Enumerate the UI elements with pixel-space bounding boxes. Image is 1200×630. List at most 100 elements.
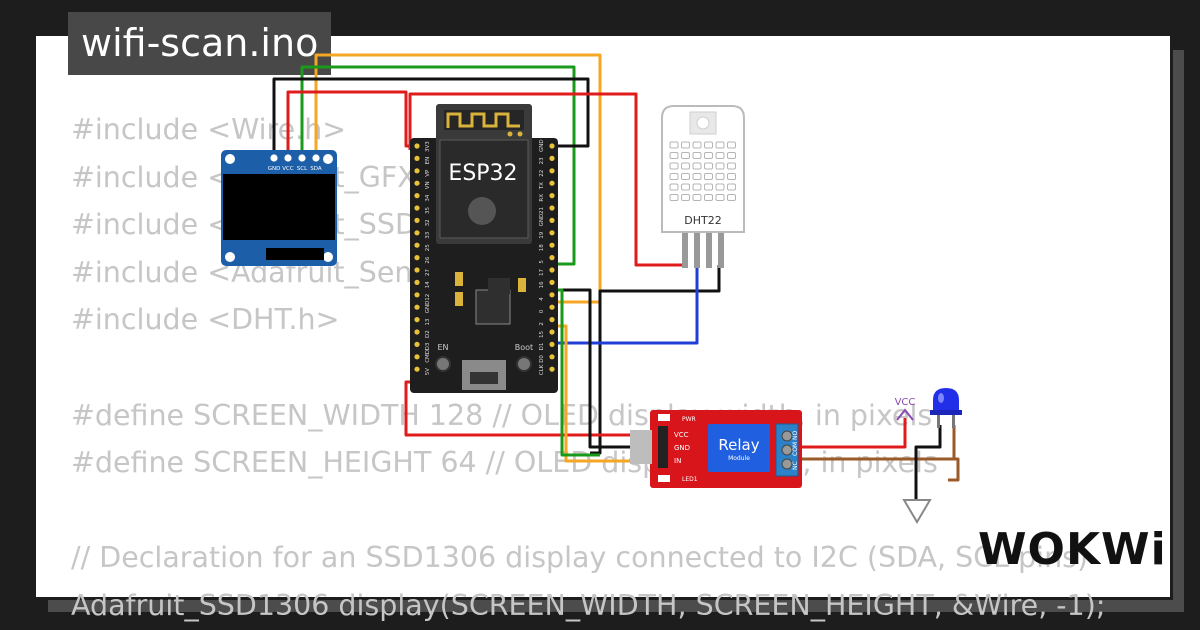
- relay-led-led1: LED1: [682, 476, 698, 483]
- esp32-pin[interactable]: [549, 354, 555, 360]
- esp32-pin[interactable]: [414, 255, 420, 261]
- oled-pin[interactable]: [284, 154, 292, 162]
- esp32-pin-label: RX: [539, 194, 545, 202]
- esp32-pin[interactable]: [549, 317, 555, 323]
- esp32-pin[interactable]: [549, 279, 555, 285]
- esp32-pin[interactable]: [549, 180, 555, 186]
- esp32-pin[interactable]: [414, 193, 420, 199]
- dht-vent-slot: [727, 194, 736, 201]
- dht-vent-slot: [692, 152, 702, 159]
- dht-vent-slot: [727, 152, 736, 159]
- esp32-pin[interactable]: [549, 155, 555, 161]
- esp32-pin-label: 13: [425, 318, 431, 325]
- wokwi-logo: WOKWi: [978, 524, 1167, 575]
- dht-vent-slot: [669, 194, 679, 201]
- dht-vent-slot: [727, 173, 736, 180]
- dht-vent-slot: [681, 183, 690, 191]
- oled-pin-label: SDA: [310, 166, 322, 172]
- esp32-pin-label: 3V3: [425, 141, 431, 152]
- relay-pin-com: COM: [792, 442, 799, 456]
- esp32-pin[interactable]: [414, 180, 420, 186]
- esp32-pin[interactable]: [549, 341, 555, 347]
- dht-vent-slot: [704, 194, 713, 201]
- esp32-pin[interactable]: [414, 205, 420, 211]
- wire-oled-gnd: [272, 77, 590, 156]
- relay-title: Relay: [718, 436, 759, 454]
- relay-pin-no: NO: [792, 431, 799, 440]
- oled-pin[interactable]: [312, 154, 320, 162]
- dht-vent-slot: [681, 152, 690, 159]
- dht-vent-slot: [669, 173, 679, 180]
- esp32-pin-label: 34: [425, 194, 431, 201]
- esp32-pin[interactable]: [549, 329, 555, 335]
- dht-vent-slot: [692, 162, 702, 170]
- esp32-pin-label: 12: [425, 294, 431, 301]
- relay-led-pwr: PWR: [682, 416, 696, 423]
- esp32-pin[interactable]: [549, 193, 555, 199]
- oled-pin-label: SCL: [297, 166, 308, 172]
- wire-relay-no: [798, 418, 907, 449]
- esp32-pin-label: 15: [539, 331, 545, 338]
- esp32-pin[interactable]: [549, 230, 555, 236]
- esp32-board[interactable]: ESP32 EN Boot 3V3ENVPVN34353233252627141…: [410, 104, 558, 393]
- blue-led[interactable]: [930, 388, 962, 428]
- relay-pin-vcc: VCC: [674, 431, 689, 439]
- dht-vent-slot: [692, 173, 702, 180]
- esp32-pin[interactable]: [549, 143, 555, 149]
- esp32-pin[interactable]: [549, 242, 555, 248]
- esp32-pin[interactable]: [414, 242, 420, 248]
- wire-relay-gnd: [555, 288, 655, 449]
- dht-vent-slot: [704, 173, 713, 180]
- esp32-pin-label: CLK: [539, 364, 545, 375]
- esp32-pin-label: VP: [425, 169, 431, 177]
- dht-vent-slot: [692, 141, 702, 149]
- esp32-pin-label: 17: [539, 269, 545, 276]
- esp32-pin-label: 25: [425, 244, 431, 251]
- esp32-pin[interactable]: [549, 217, 555, 223]
- esp32-pin[interactable]: [549, 205, 555, 211]
- esp32-pin[interactable]: [414, 155, 420, 161]
- wire-relay-com: [798, 457, 960, 482]
- code-line: #define SCREEN_HEIGHT 64 // OLED display…: [71, 446, 938, 480]
- relay-pin-nc: NC: [792, 461, 799, 470]
- relay-subtitle: Module: [728, 455, 750, 462]
- esp32-pin[interactable]: [549, 267, 555, 273]
- esp32-pin[interactable]: [414, 217, 420, 223]
- dht-vent-slot: [669, 152, 679, 159]
- esp32-pin[interactable]: [549, 168, 555, 174]
- esp32-pin[interactable]: [414, 279, 420, 285]
- esp32-pin[interactable]: [414, 317, 420, 323]
- ground-symbol: [902, 499, 932, 524]
- esp32-pin[interactable]: [414, 341, 420, 347]
- dht22-sensor[interactable]: DHT22: [661, 105, 745, 268]
- esp32-pin-label: TX: [539, 182, 545, 190]
- dht-vent-slot: [704, 183, 713, 191]
- esp32-pin-label: 16: [539, 281, 545, 288]
- dht-vent-slot: [692, 183, 702, 191]
- wire-led-gnd: [914, 425, 942, 500]
- dht-vent-slot: [727, 141, 736, 149]
- oled-pin-label: VCC: [282, 166, 294, 172]
- esp32-pin-label: 4: [539, 297, 545, 301]
- oled-pin[interactable]: [270, 154, 278, 162]
- esp32-pin[interactable]: [549, 255, 555, 261]
- esp32-pin[interactable]: [414, 292, 420, 298]
- dht-vent-slot: [715, 183, 725, 191]
- esp32-pin[interactable]: [414, 354, 420, 360]
- esp32-pin[interactable]: [414, 366, 420, 372]
- esp32-pin-label: CMD: [425, 350, 431, 363]
- relay-module[interactable]: Relay Module PWR LED1 VCC GND IN NO COM …: [630, 410, 802, 488]
- esp32-pin[interactable]: [414, 329, 420, 335]
- esp32-pin[interactable]: [549, 304, 555, 310]
- esp32-pin[interactable]: [414, 230, 420, 236]
- dht-vent-slot: [704, 162, 713, 170]
- esp32-pin[interactable]: [549, 292, 555, 298]
- esp32-pin[interactable]: [549, 366, 555, 372]
- esp32-pin[interactable]: [414, 267, 420, 273]
- esp32-pin[interactable]: [414, 168, 420, 174]
- oled-pin[interactable]: [298, 154, 306, 162]
- esp32-pin[interactable]: [414, 143, 420, 149]
- esp32-pin[interactable]: [414, 304, 420, 310]
